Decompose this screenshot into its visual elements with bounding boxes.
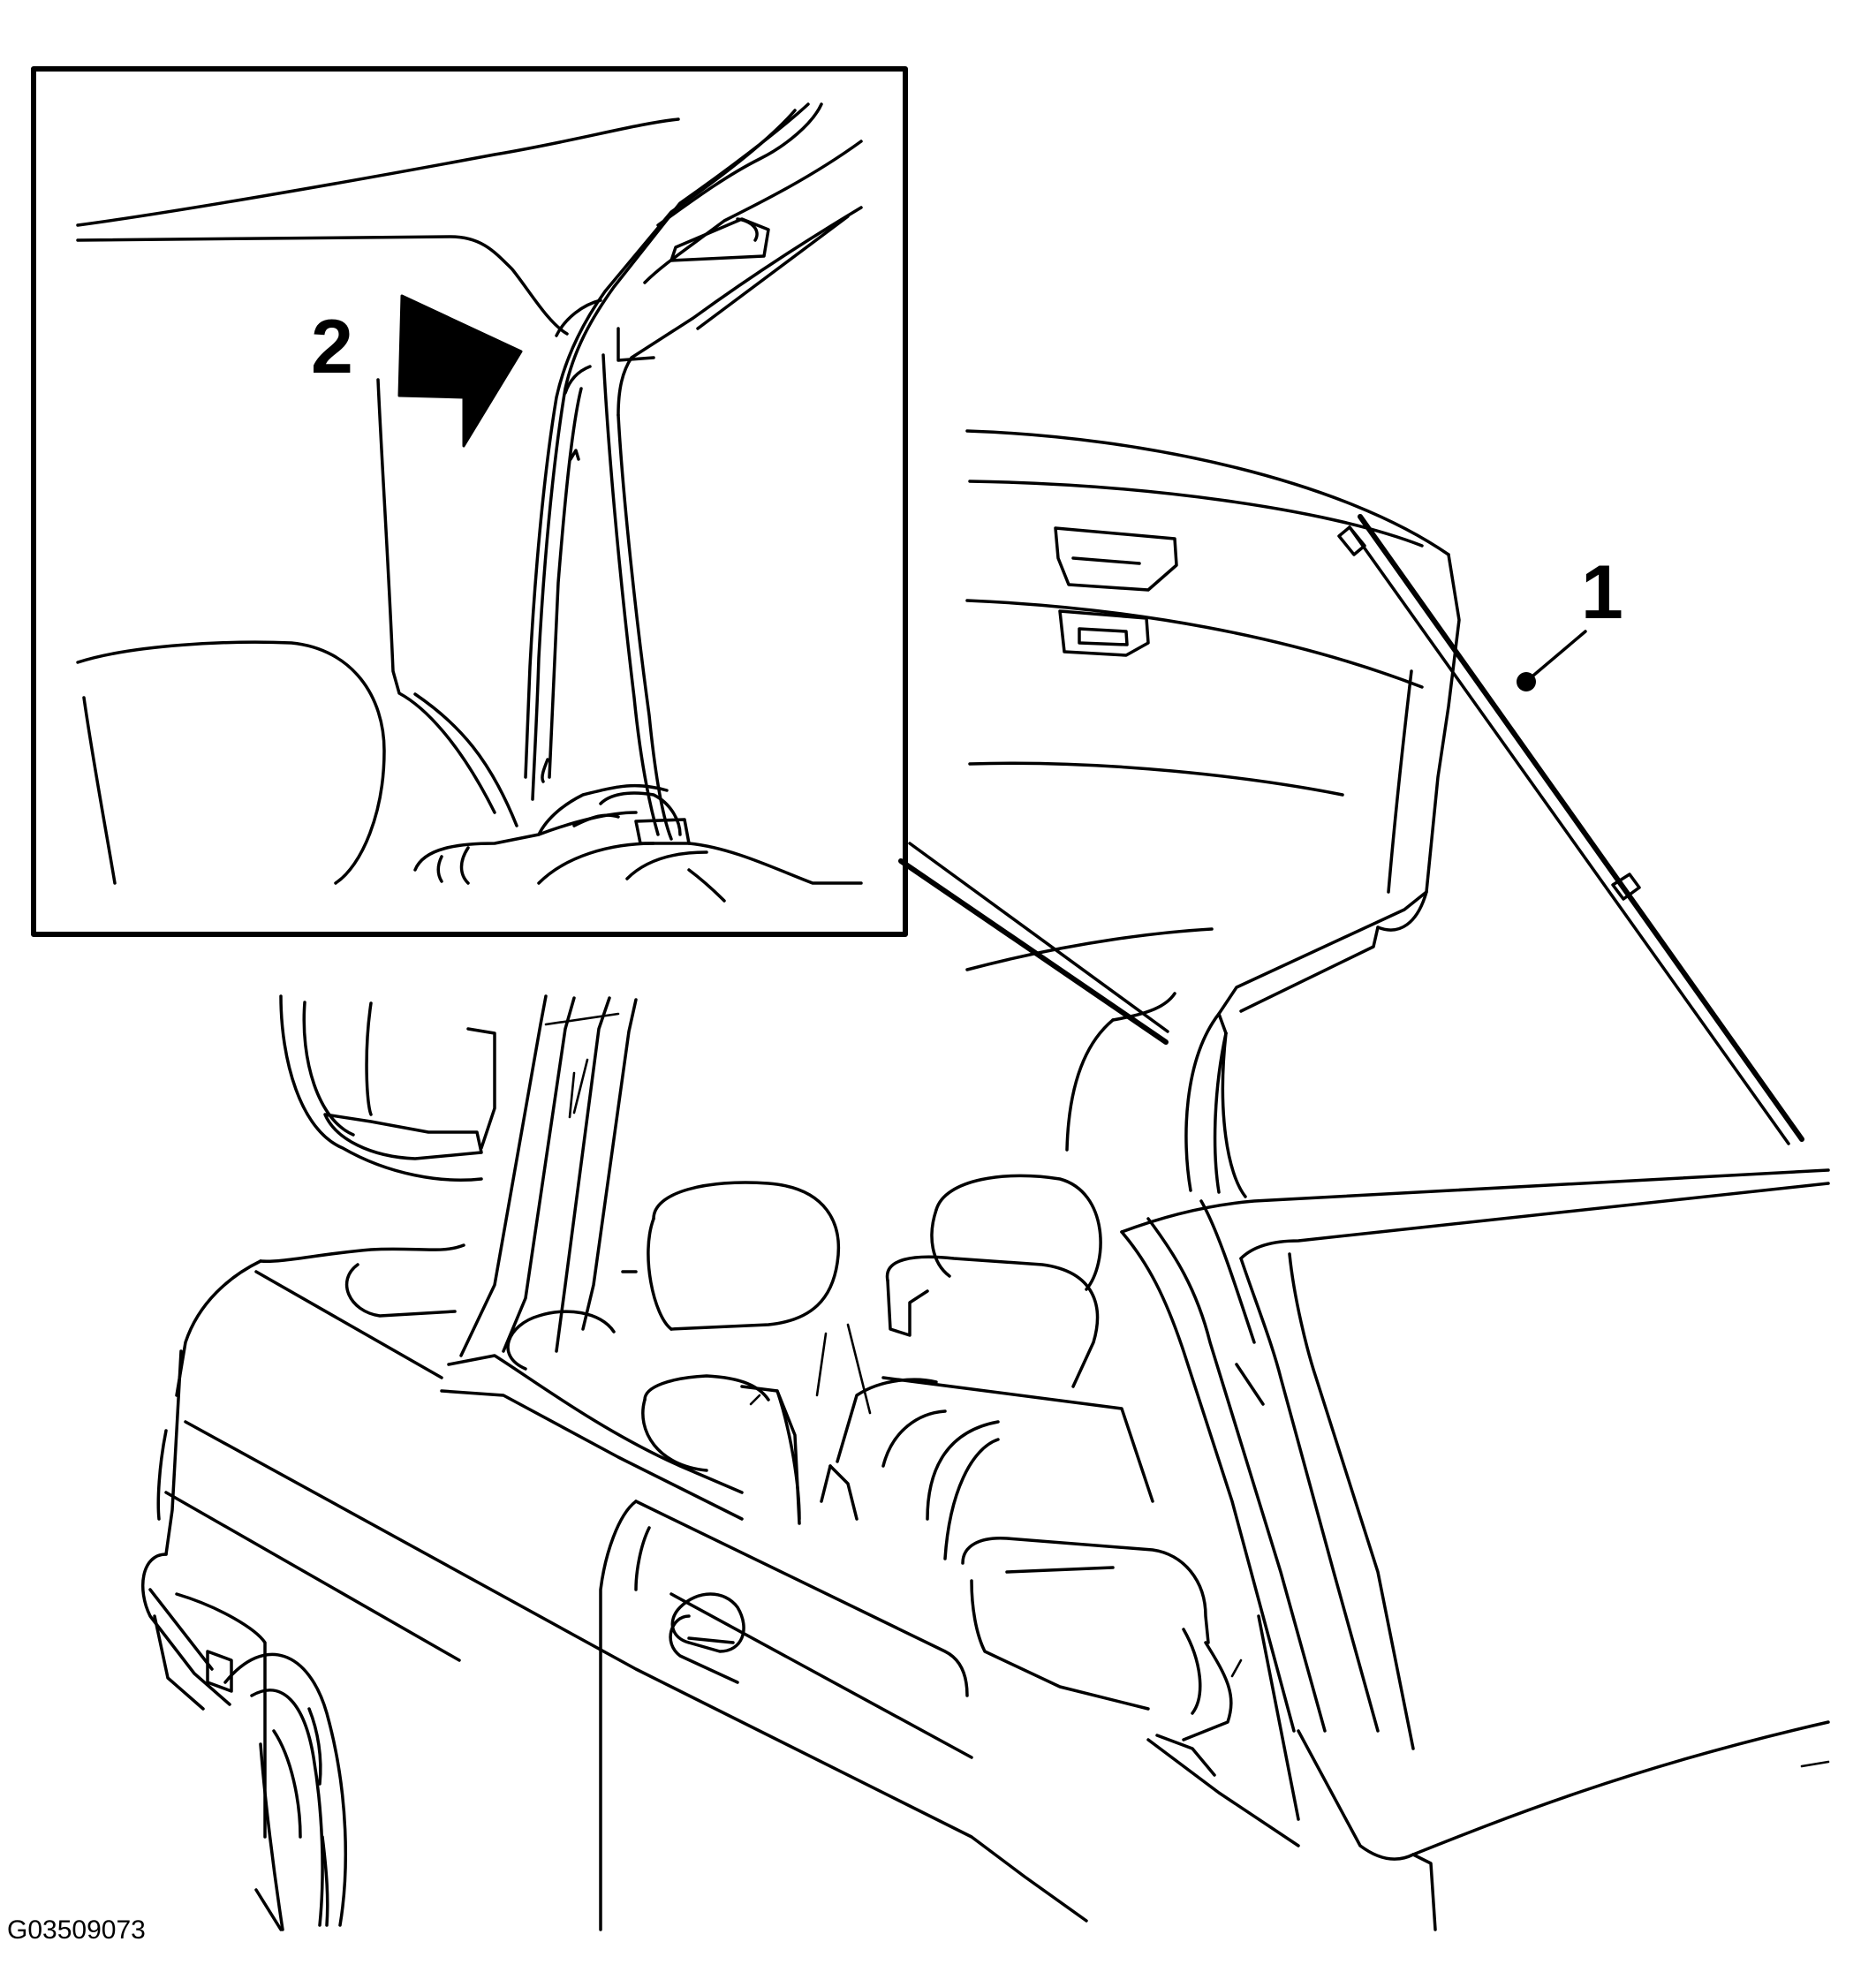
callout-1-label: 1 — [1581, 550, 1623, 635]
gas-strut — [1337, 514, 1804, 1145]
rear-wheel — [223, 1652, 347, 1931]
callout-2-arrow — [397, 294, 523, 448]
detail-inset — [31, 66, 1169, 1045]
top-latch — [1054, 526, 1178, 657]
headrests — [647, 1174, 1102, 1388]
door-handle — [670, 1592, 745, 1653]
callout-1-leader — [1517, 630, 1587, 691]
callout-2-label: 2 — [311, 305, 353, 389]
figure-id: G03509073 — [7, 1915, 146, 1945]
car-illustration — [140, 429, 1830, 1931]
inset-content — [76, 102, 863, 903]
